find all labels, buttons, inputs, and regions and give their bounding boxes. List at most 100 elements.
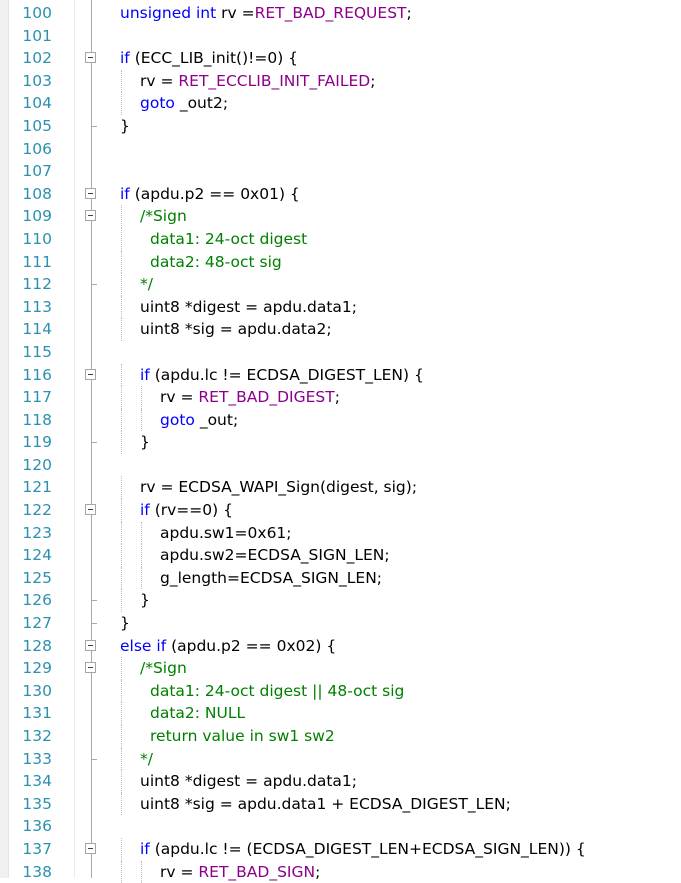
code-text: uint8 *digest = apdu.data1; — [140, 296, 357, 319]
code-text: data1: 24-oct digest || 48-oct sig — [150, 680, 404, 703]
indent-guide — [121, 657, 122, 680]
indent-guide — [121, 544, 122, 567]
indent-guide — [121, 273, 122, 296]
line-number: 101 — [22, 26, 52, 45]
indent-guide — [121, 770, 122, 793]
token-plain: } — [140, 433, 150, 452]
token-kw: if — [140, 501, 150, 520]
collapse-icon[interactable] — [85, 842, 96, 854]
token-comment: /*Sign — [140, 207, 187, 226]
line-number: 112 — [22, 275, 52, 294]
code-line[interactable]: 126} — [0, 589, 681, 613]
code-text: g_length=ECDSA_SIGN_LEN; — [160, 567, 382, 590]
token-plain: rv = — [160, 388, 199, 407]
collapse-icon[interactable] — [85, 662, 96, 674]
line-number: 124 — [22, 546, 52, 565]
indent-guide — [121, 318, 122, 341]
token-plain: uint8 *sig = apdu.data1 + ECDSA_DIGEST_L… — [140, 794, 511, 813]
code-line[interactable]: 106 — [0, 138, 681, 161]
token-comment: return value in sw1 sw2 — [150, 727, 335, 745]
token-plain: rv = — [216, 4, 255, 22]
line-number: 132 — [22, 727, 52, 745]
code-line[interactable]: 119} — [0, 431, 681, 454]
code-line[interactable]: 112*/ — [0, 273, 681, 296]
indent-guide — [121, 747, 122, 771]
code-line[interactable]: 132 return value in sw1 sw2 — [0, 725, 681, 748]
code-line[interactable]: 115 — [0, 341, 681, 364]
indent-guide — [141, 408, 142, 432]
code-text: if (apdu.p2 == 0x01) { — [120, 183, 300, 206]
code-line[interactable]: 127} — [0, 612, 681, 635]
line-number: 109 — [22, 207, 52, 226]
code-line[interactable]: 101 — [0, 25, 681, 48]
token-comment: data2: 48-oct sig — [150, 252, 282, 271]
line-number: 106 — [22, 139, 52, 158]
code-text: uint8 *sig = apdu.data2; — [140, 318, 332, 341]
line-number: 118 — [22, 410, 52, 429]
code-line[interactable]: 109 /*Sign — [0, 205, 681, 228]
collapse-icon[interactable] — [85, 504, 96, 516]
token-kw: unsigned int — [120, 4, 217, 22]
line-number: 127 — [22, 614, 52, 633]
code-text: goto _out2; — [140, 92, 228, 115]
code-line[interactable]: 107 — [0, 160, 681, 183]
line-number: 123 — [22, 523, 52, 542]
line-number: 108 — [22, 184, 52, 203]
collapse-icon[interactable] — [85, 210, 96, 222]
code-line[interactable]: 120 — [0, 454, 681, 477]
line-number: 129 — [22, 659, 52, 678]
code-text: } — [140, 589, 150, 612]
collapse-icon[interactable] — [85, 639, 96, 651]
code-line[interactable]: 105} — [0, 115, 681, 138]
code-text: } — [120, 115, 130, 138]
code-text: if (rv==0) { — [140, 499, 233, 522]
code-line[interactable]: 136 — [0, 815, 681, 838]
indent-guide — [121, 476, 122, 500]
collapse-icon[interactable] — [85, 368, 96, 380]
line-number: 100 — [22, 4, 52, 22]
indent-guide — [121, 521, 122, 545]
collapse-icon[interactable] — [85, 52, 96, 64]
line-number: 110 — [22, 229, 52, 248]
code-line[interactable]: 108 if (apdu.p2 == 0x01) { — [0, 183, 681, 206]
token-plain: _out2; — [174, 94, 229, 113]
indent-guide — [121, 92, 122, 115]
code-text: rv = RET_ECCLIB_INIT_FAILED; — [140, 70, 375, 93]
token-kw: if — [120, 49, 130, 68]
code-text: rv = ECDSA_WAPI_Sign(digest, sig); — [140, 476, 417, 499]
code-text: rv = RET_BAD_SIGN; — [160, 861, 320, 883]
collapse-icon[interactable] — [85, 187, 96, 199]
code-line[interactable]: 129/*Sign — [0, 657, 681, 680]
line-number: 120 — [22, 455, 52, 474]
token-plain: ; — [370, 71, 376, 90]
gutter-separator — [74, 0, 75, 878]
code-line[interactable]: 133*/ — [0, 747, 681, 771]
indent-guide — [121, 69, 122, 93]
token-plain: (rv==0) { — [149, 501, 233, 520]
code-text: if (apdu.lc != ECDSA_DIGEST_LEN) { — [140, 364, 424, 387]
